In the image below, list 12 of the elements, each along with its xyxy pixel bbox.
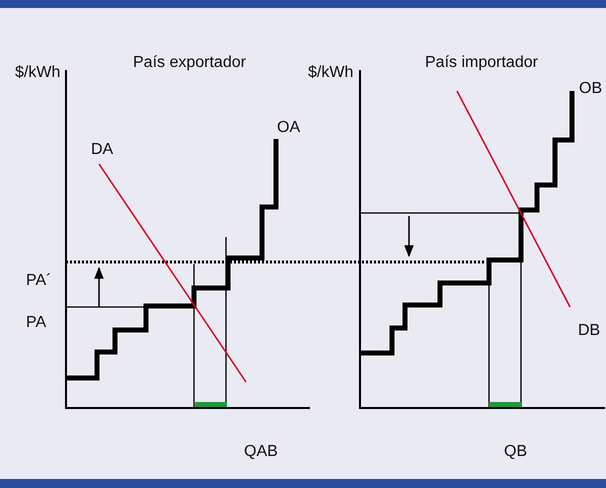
panel-title: País exportador xyxy=(133,54,246,72)
curve-label: OA xyxy=(277,119,300,137)
curve-label: DA xyxy=(91,141,114,159)
panel-title: País importador xyxy=(425,54,538,72)
quantity-label: QAB xyxy=(244,443,278,461)
quantity-label: QB xyxy=(504,443,528,461)
axis-label: $/kWh xyxy=(308,64,354,82)
price-label: PA´ xyxy=(26,272,52,290)
curve-label: DB xyxy=(578,322,600,340)
curve-label: OB xyxy=(579,80,602,98)
axis-label: $/kWh xyxy=(15,64,60,82)
price-label: PA xyxy=(26,314,46,332)
